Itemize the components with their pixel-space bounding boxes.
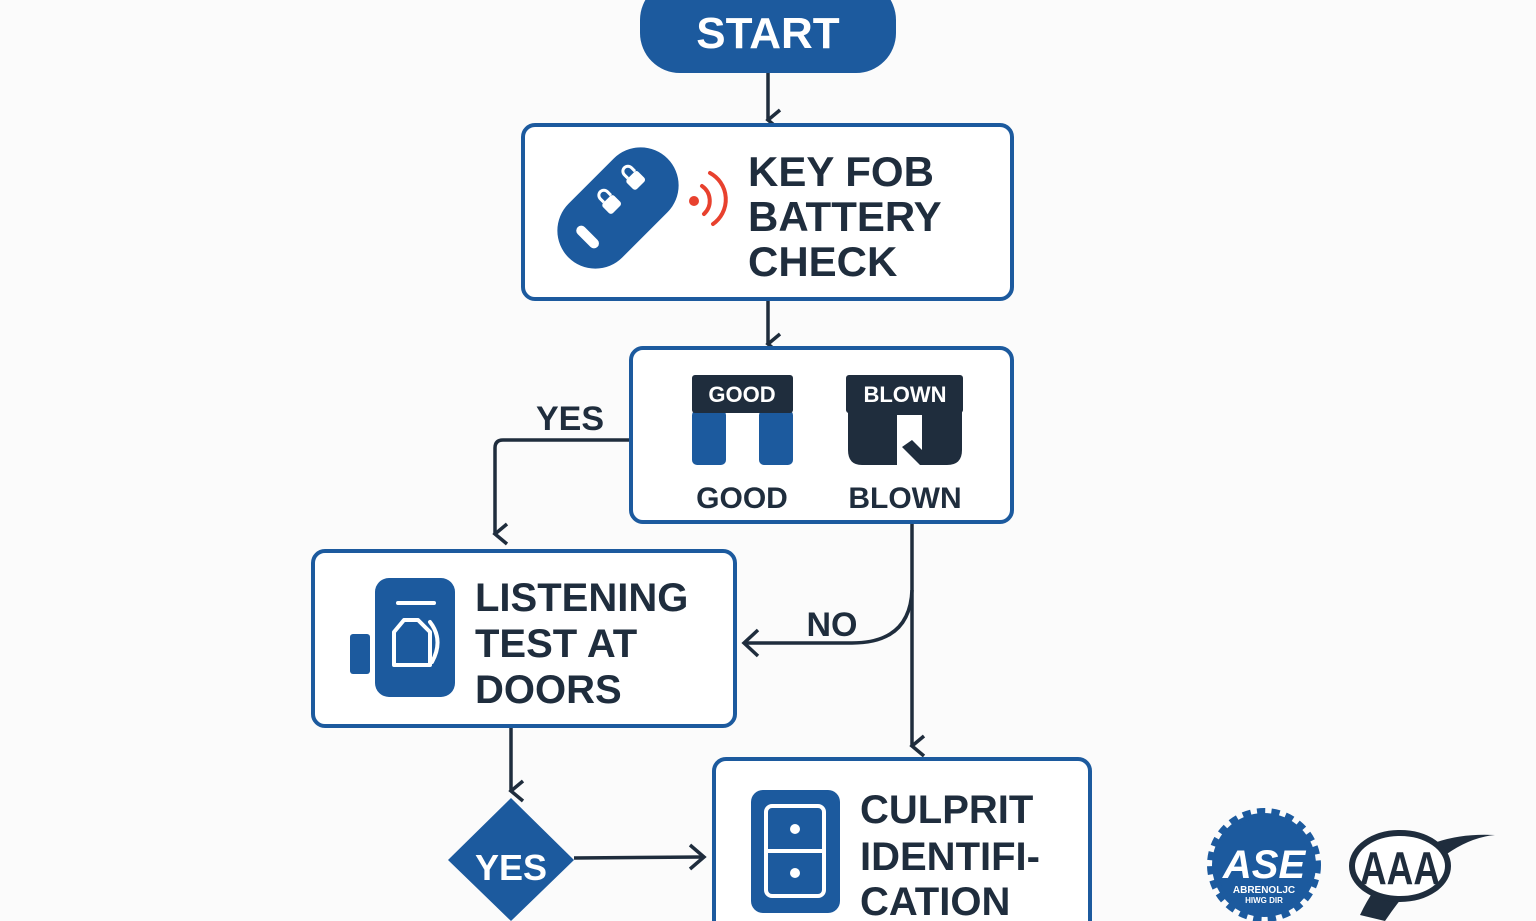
key-fob-check-node: KEY FOB BATTERY CHECK — [521, 123, 1014, 301]
start-label: START — [696, 9, 840, 58]
svg-text:ASE: ASE — [1222, 843, 1307, 887]
decision-node: YES — [448, 798, 574, 921]
culprit-title: CULPRIT IDENTIFI- CATION — [860, 788, 1051, 921]
ase-logo: ASE ABRENOLJC HIWG DIR — [1207, 808, 1321, 921]
door-actuator-icon — [350, 578, 455, 697]
blown-fuse-tag: BLOWN — [863, 382, 946, 407]
good-fuse-icon: GOOD — [692, 375, 793, 465]
signal-icon — [689, 171, 728, 226]
fuse-check-node: GOOD BLOWN GOOD BLOWN — [629, 346, 1014, 524]
culprit-node: CULPRIT IDENTIFI- CATION — [712, 757, 1092, 921]
listening-test-title: LISTENING TEST AT DOORS — [475, 576, 699, 712]
blown-fuse-icon: BLOWN — [846, 375, 963, 465]
svg-text:ABRENOLJC: ABRENOLJC — [1233, 885, 1295, 896]
decision-label: YES — [475, 847, 547, 888]
good-fuse-tag: GOOD — [708, 382, 775, 407]
key-fob-icon — [557, 147, 679, 269]
connectors — [492, 73, 926, 871]
yes-edge-label: YES — [536, 400, 604, 438]
arrow-decision-head — [688, 843, 707, 871]
arrow-yes-to-listening — [492, 438, 631, 546]
door-lock-module-icon — [751, 790, 840, 913]
blown-label: BLOWN — [848, 482, 961, 515]
listening-test-node: LISTENING TEST AT DOORS — [311, 549, 737, 728]
no-edge-label: NO — [807, 606, 858, 644]
svg-text:AAA: AAA — [1360, 842, 1440, 894]
arrow-no-head — [741, 628, 760, 658]
aaa-logo: AAA — [1349, 830, 1495, 921]
svg-text:HIWG DIR: HIWG DIR — [1245, 896, 1283, 905]
key-fob-title: KEY FOB BATTERY CHECK — [748, 148, 953, 285]
arrow-decision-to-culprit — [573, 855, 704, 860]
start-node: START — [640, 0, 896, 73]
good-label: GOOD — [696, 482, 788, 515]
